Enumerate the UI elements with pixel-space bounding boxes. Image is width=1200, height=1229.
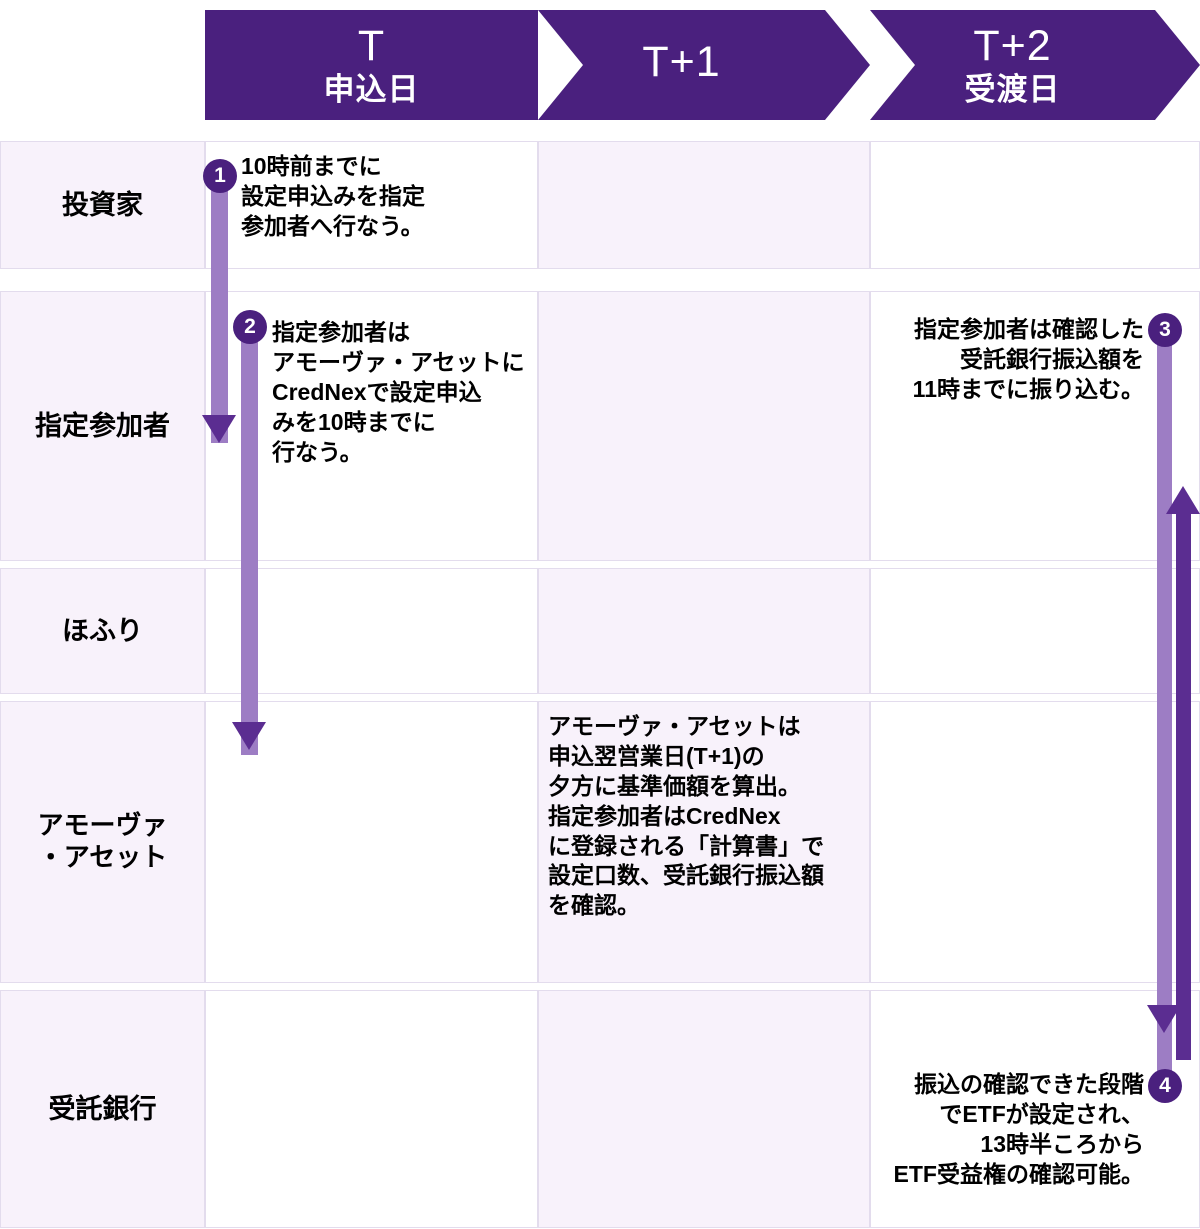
cell-text-participant-t: 指定参加者は アモーヴァ・アセットに CredNexで設定申込 みを10時までに… xyxy=(272,319,525,465)
table-row-trustbank: 受託銀行 xyxy=(0,990,1200,1228)
cell-hofuri-t2 xyxy=(870,568,1200,694)
row-label-trustbank-text: 受託銀行 xyxy=(48,1093,157,1124)
cell-amova-t1 xyxy=(538,701,870,983)
connector-step-4-stem xyxy=(1176,500,1191,1060)
table-row-amova: アモーヴァ ・アセット xyxy=(0,701,1200,983)
cell-amova-t2 xyxy=(870,701,1200,983)
chevron-tip-icon xyxy=(825,10,870,120)
step-badge-1: 1 xyxy=(203,159,237,193)
step-badge-2: 2 xyxy=(233,310,267,344)
row-label-amova: アモーヴァ ・アセット xyxy=(0,701,205,983)
connector-step-2-arrowhead-icon xyxy=(232,722,266,750)
connector-step-3-stem xyxy=(1157,330,1172,1090)
cell-hofuri-t1 xyxy=(538,568,870,694)
connector-step-4-arrowhead-icon xyxy=(1166,486,1200,514)
column-header-t: T 申込日 xyxy=(205,10,583,120)
connector-step-2-stem xyxy=(241,325,258,755)
column-header-t1-title: T+1 xyxy=(642,37,721,86)
cell-text-investor-t: 10時前までに 設定申込みを指定 参加者へ行なう。 xyxy=(241,153,425,239)
cell-investor-t xyxy=(205,141,538,269)
row-label-trustbank: 受託銀行 xyxy=(0,990,205,1228)
cell-text-participant-t2: 指定参加者は確認した 受託銀行振込額を 11時までに振り込む。 xyxy=(912,316,1144,402)
row-label-hofuri-text: ほふり xyxy=(62,615,143,646)
cell-text-amova-t1: アモーヴァ・アセットは 申込翌営業日(T+1)の 夕方に基準価額を算出。 指定参… xyxy=(548,713,824,919)
row-label-investor-text: 投資家 xyxy=(62,189,143,220)
step-badge-4: 4 xyxy=(1148,1069,1182,1103)
cell-investor-t1 xyxy=(538,141,870,269)
cell-trustbank-t2 xyxy=(870,990,1200,1228)
table-row-investor: 投資家 xyxy=(0,141,1200,269)
connector-step-1-arrowhead-icon xyxy=(202,415,236,443)
cell-participant-t1 xyxy=(538,291,870,561)
column-header-t2-title: T+2 xyxy=(973,22,1052,70)
column-header-t-title: T xyxy=(357,22,386,70)
column-header-t2-subtitle: 受渡日 xyxy=(964,72,1061,107)
chevron-notch-icon xyxy=(870,10,915,120)
cell-participant-t2 xyxy=(870,291,1200,561)
cell-hofuri-t xyxy=(205,568,538,694)
cell-trustbank-t1 xyxy=(538,990,870,1228)
cell-text-trustbank-t2: 振込の確認できた段階 でETFが設定され、 13時半ころから ETF受益権の確認… xyxy=(893,1071,1144,1187)
connector-step-3-arrowhead-icon xyxy=(1147,1005,1181,1033)
step-badge-3: 3 xyxy=(1148,313,1182,347)
table-row-participant: 指定参加者 xyxy=(0,291,1200,561)
row-label-participant: 指定参加者 xyxy=(0,291,205,561)
row-label-investor: 投資家 xyxy=(0,141,205,269)
connector-step-1-stem xyxy=(211,175,228,443)
table-row-hofuri: ほふり xyxy=(0,568,1200,694)
cell-trustbank-t xyxy=(205,990,538,1228)
cell-investor-t2 xyxy=(870,141,1200,269)
chevron-tip-icon xyxy=(1155,10,1200,120)
column-header-t2: T+2 受渡日 xyxy=(870,10,1200,120)
row-label-participant-text: 指定参加者 xyxy=(35,410,170,441)
timeline-header: T 申込日 T+1 T+2 受渡日 xyxy=(0,0,1200,130)
chevron-notch-icon xyxy=(538,10,583,120)
row-label-hofuri: ほふり xyxy=(0,568,205,694)
row-label-amova-text: アモーヴァ ・アセット xyxy=(37,810,168,872)
column-header-t1: T+1 xyxy=(538,10,870,120)
column-header-t-subtitle: 申込日 xyxy=(323,72,420,107)
